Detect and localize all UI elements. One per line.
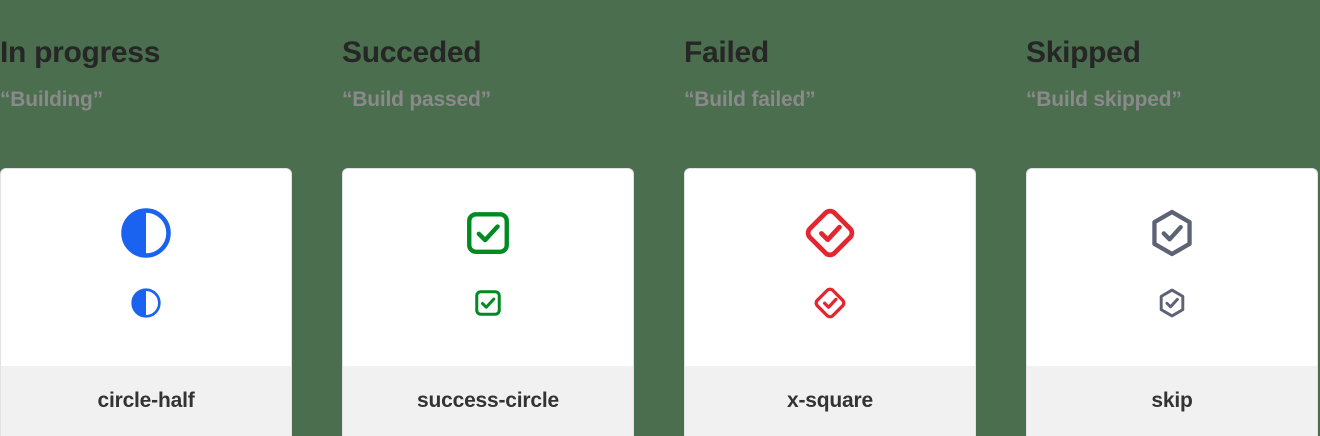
status-title: Succeded xyxy=(342,36,482,69)
status-phrase: “Building” xyxy=(0,88,103,111)
icon-card-success-circle[interactable]: success-circle xyxy=(342,168,634,436)
status-title: Skipped xyxy=(1026,36,1141,69)
icon-card-cell: success-circle xyxy=(342,168,680,436)
icon-preview-area xyxy=(1027,169,1317,366)
status-header-succeded: Succeded “Build passed” xyxy=(340,0,680,168)
circle-half-icon xyxy=(116,203,176,263)
status-title: In progress xyxy=(0,36,161,69)
status-phrase: “Build passed” xyxy=(342,88,491,111)
icon-card-cell: skip xyxy=(1026,168,1320,436)
icon-card-skip[interactable]: skip xyxy=(1026,168,1318,436)
icon-card-x-square[interactable]: x-square xyxy=(684,168,976,436)
icon-name-label: x-square xyxy=(787,389,873,412)
icon-name-label: skip xyxy=(1151,389,1193,412)
icon-preview-area xyxy=(343,169,633,366)
status-header-failed: Failed “Build failed” xyxy=(680,0,1020,168)
check-diamond-icon xyxy=(800,203,860,263)
icon-name-label: success-circle xyxy=(417,389,559,412)
icon-card-cell: circle-half xyxy=(0,168,340,436)
icon-name-label: circle-half xyxy=(97,389,195,412)
icon-card-footer: x-square xyxy=(685,366,975,436)
icon-card-footer: success-circle xyxy=(343,366,633,436)
check-diamond-icon xyxy=(812,285,848,321)
icon-preview-area xyxy=(1,169,291,366)
status-title: Failed xyxy=(684,36,769,69)
circle-half-icon xyxy=(128,285,164,321)
icon-preview-area xyxy=(685,169,975,366)
status-header-in-progress: In progress “Building” xyxy=(0,0,340,168)
icon-card-footer: skip xyxy=(1027,366,1317,436)
status-header-skipped: Skipped “Build skipped” xyxy=(1020,0,1320,168)
check-hexagon-icon xyxy=(1154,285,1190,321)
status-phrase: “Build skipped” xyxy=(1026,88,1182,111)
status-phrase: “Build failed” xyxy=(684,88,816,111)
icon-card-circle-half[interactable]: circle-half xyxy=(0,168,292,436)
icon-card-cell: x-square xyxy=(684,168,1020,436)
check-square-icon xyxy=(458,203,518,263)
check-hexagon-icon xyxy=(1142,203,1202,263)
check-square-icon xyxy=(470,285,506,321)
icon-card-footer: circle-half xyxy=(1,366,291,436)
